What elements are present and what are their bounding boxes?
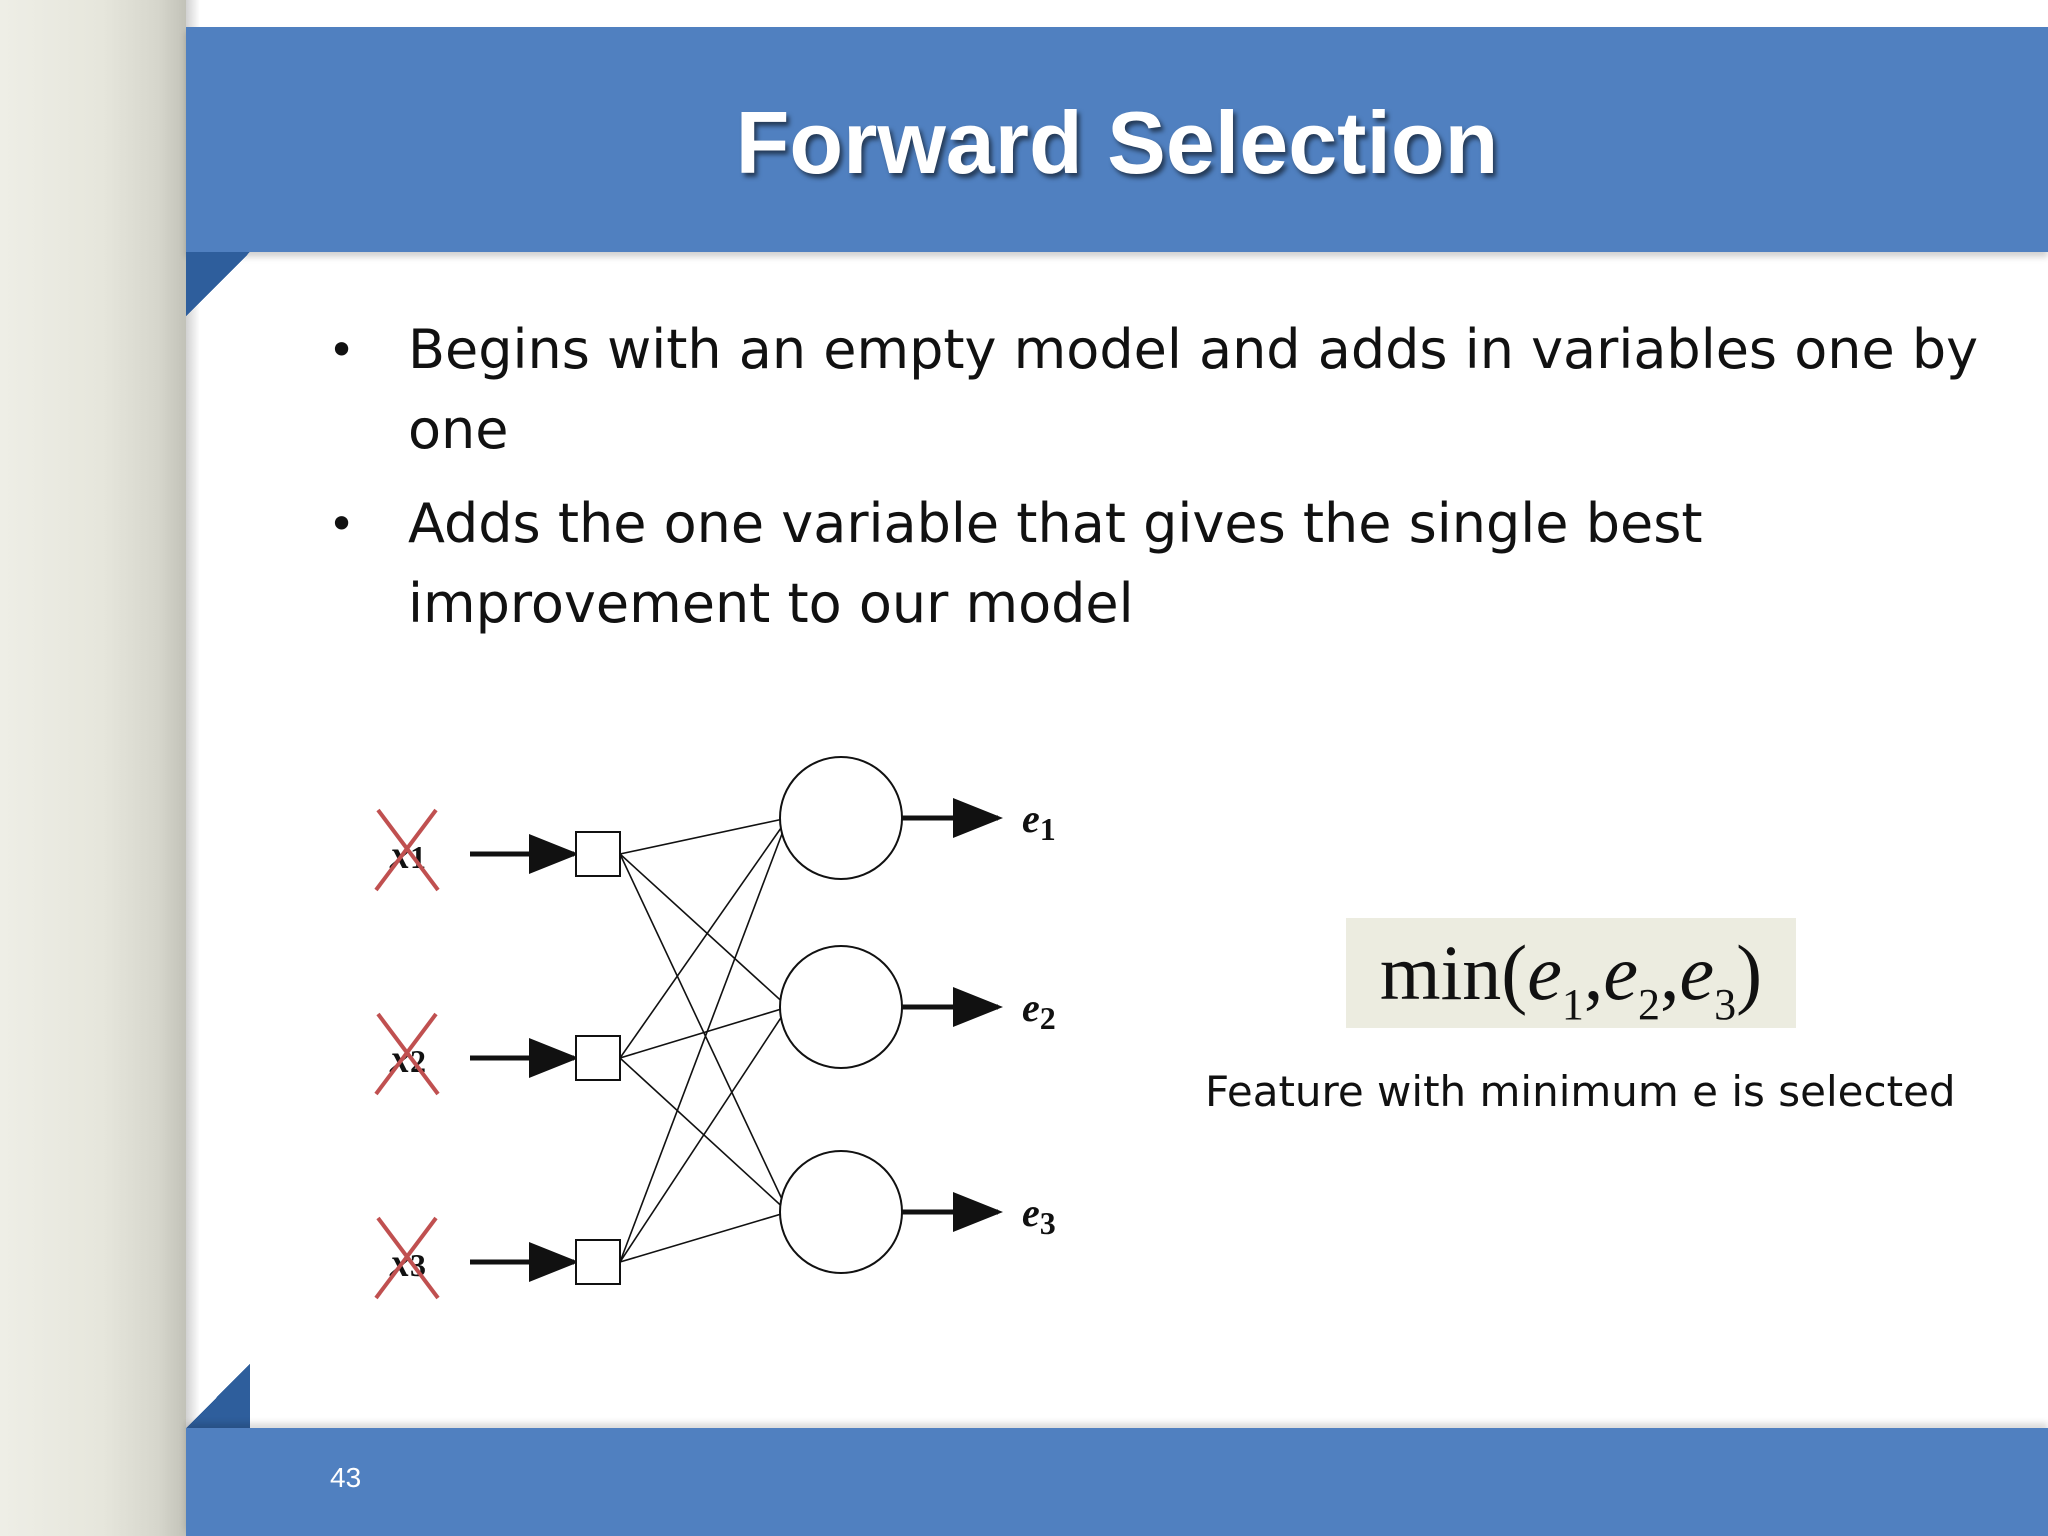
connection-line xyxy=(619,817,789,1263)
input-node-box xyxy=(575,1239,621,1285)
model-node-circle xyxy=(779,1150,903,1274)
page-left-margin xyxy=(0,0,200,1536)
input-node-box xyxy=(575,831,621,877)
output-label: e3 xyxy=(1022,1190,1056,1241)
page-number: 43 xyxy=(330,1462,362,1493)
output-label-base: e xyxy=(1022,985,1040,1030)
input-label: x2 xyxy=(389,1036,426,1081)
min-formula: min(e1,e2,e3) xyxy=(1346,918,1796,1029)
bullet-list: • Begins with an empty model and adds in… xyxy=(320,310,2000,658)
formula-arg-2-sub: 2 xyxy=(1637,980,1660,1029)
title-bar-fold xyxy=(186,252,250,316)
bullet-item: • Begins with an empty model and adds in… xyxy=(320,310,2000,470)
formula-separator: , xyxy=(1659,929,1680,1016)
cross-out-icon xyxy=(374,808,438,892)
model-node-circle xyxy=(779,945,903,1069)
bullet-dot-icon: • xyxy=(328,497,356,551)
connection-line xyxy=(619,1211,789,1263)
connection-line xyxy=(619,817,789,1059)
formula-arg-3-sub: 3 xyxy=(1714,980,1737,1029)
formula-open-paren: ( xyxy=(1501,929,1528,1016)
footer-bar-fold xyxy=(186,1364,250,1428)
formula-arg-1-sub: 1 xyxy=(1561,980,1584,1029)
cross-out-icon xyxy=(374,1012,438,1096)
bullet-text: Adds the one variable that gives the sin… xyxy=(408,492,1703,635)
cross-out-icon xyxy=(374,1216,438,1300)
connection-line xyxy=(619,1006,789,1263)
output-label: e2 xyxy=(1022,985,1056,1036)
formula-close-paren: ) xyxy=(1736,929,1763,1016)
footer-bar xyxy=(186,1428,2048,1536)
output-label-sub: 2 xyxy=(1040,1000,1056,1036)
formula-separator: , xyxy=(1583,929,1604,1016)
formula-arg-3: e xyxy=(1679,929,1715,1016)
output-label: e1 xyxy=(1022,796,1056,847)
input-label: x3 xyxy=(389,1240,426,1285)
formula-arg-2: e xyxy=(1603,929,1638,1016)
input-node-box xyxy=(575,1035,621,1081)
connection-line xyxy=(619,853,789,1008)
bullet-item: • Adds the one variable that gives the s… xyxy=(320,484,2000,644)
title-bar xyxy=(186,27,2048,252)
selection-caption: Feature with minimum e is selected xyxy=(1205,1067,1956,1116)
slide-title: Forward Selection xyxy=(735,93,1499,192)
input-label: x1 xyxy=(389,832,426,877)
connection-line xyxy=(619,817,789,855)
formula-arg-1: e xyxy=(1527,929,1562,1016)
model-node-circle xyxy=(779,756,903,880)
bullet-text: Begins with an empty model and adds in v… xyxy=(408,318,1979,461)
formula-func: min xyxy=(1379,929,1502,1016)
output-label-base: e xyxy=(1022,1190,1040,1235)
output-label-sub: 3 xyxy=(1040,1205,1056,1241)
bullet-dot-icon: • xyxy=(328,323,356,377)
output-label-sub: 1 xyxy=(1040,811,1056,847)
output-label-base: e xyxy=(1022,796,1040,841)
connection-line xyxy=(619,1006,789,1059)
